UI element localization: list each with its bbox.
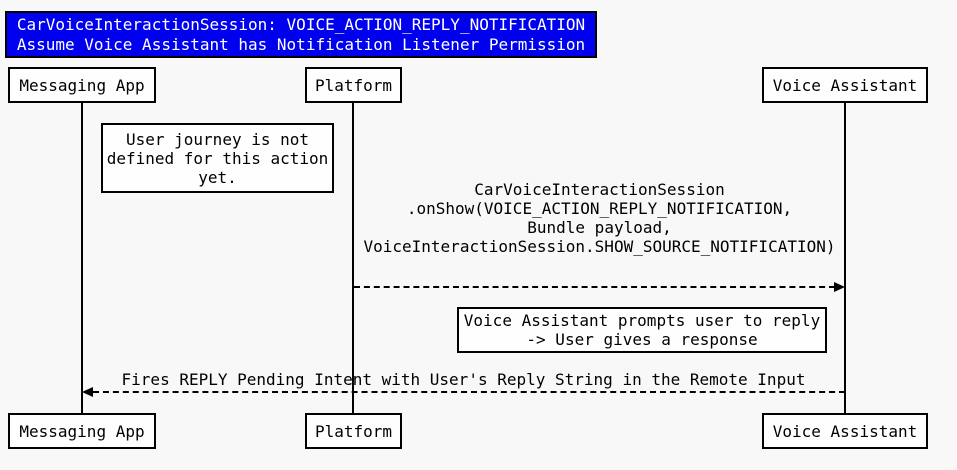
actor-label: Voice Assistant — [772, 75, 918, 95]
actor-top-messaging-app: Messaging App — [8, 67, 156, 103]
message-onshow-label: CarVoiceInteractionSession .onShow(VOICE… — [354, 180, 845, 256]
arrowhead-right-icon — [834, 282, 845, 292]
lifeline-voice-assistant — [844, 103, 846, 413]
actor-label: Messaging App — [19, 75, 145, 95]
note-line: Voice Assistant prompts user to reply — [463, 311, 821, 330]
message-line: CarVoiceInteractionSession — [474, 180, 725, 199]
arrow-voice-assistant-to-messaging-app — [93, 391, 845, 393]
note-line: defined for this action — [106, 148, 329, 168]
diagram-title: CarVoiceInteractionSession: VOICE_ACTION… — [5, 11, 597, 58]
message-line: Bundle payload, — [527, 218, 672, 237]
note-voice-assistant-prompts: Voice Assistant prompts user to reply ->… — [457, 307, 827, 353]
message-line: Fires REPLY Pending Intent with User's R… — [121, 370, 806, 389]
arrow-platform-to-voice-assistant — [354, 286, 835, 288]
note-line: yet. — [198, 167, 237, 187]
lifeline-platform — [352, 103, 354, 413]
actor-bottom-messaging-app: Messaging App — [8, 413, 156, 449]
title-line-2: Assume Voice Assistant has Notification … — [16, 34, 586, 54]
actor-label: Platform — [314, 421, 393, 441]
lifeline-messaging-app — [81, 103, 83, 413]
note-user-journey: User journey is not defined for this act… — [101, 123, 334, 193]
message-line: VoiceInteractionSession.SHOW_SOURCE_NOTI… — [363, 237, 836, 256]
message-fires-reply-label: Fires REPLY Pending Intent with User's R… — [82, 370, 845, 389]
note-line: User journey is not — [125, 129, 310, 149]
message-line: .onShow(VOICE_ACTION_REPLY_NOTIFICATION, — [406, 199, 793, 218]
title-line-1: CarVoiceInteractionSession: VOICE_ACTION… — [16, 14, 586, 34]
arrowhead-left-icon — [82, 387, 93, 397]
actor-bottom-voice-assistant: Voice Assistant — [762, 413, 928, 449]
actor-bottom-platform: Platform — [305, 413, 402, 449]
actor-top-platform: Platform — [305, 67, 402, 103]
actor-label: Voice Assistant — [772, 421, 918, 441]
actor-label: Platform — [314, 75, 393, 95]
note-line: -> User gives a response — [526, 330, 758, 349]
actor-top-voice-assistant: Voice Assistant — [762, 67, 928, 103]
actor-label: Messaging App — [19, 421, 145, 441]
